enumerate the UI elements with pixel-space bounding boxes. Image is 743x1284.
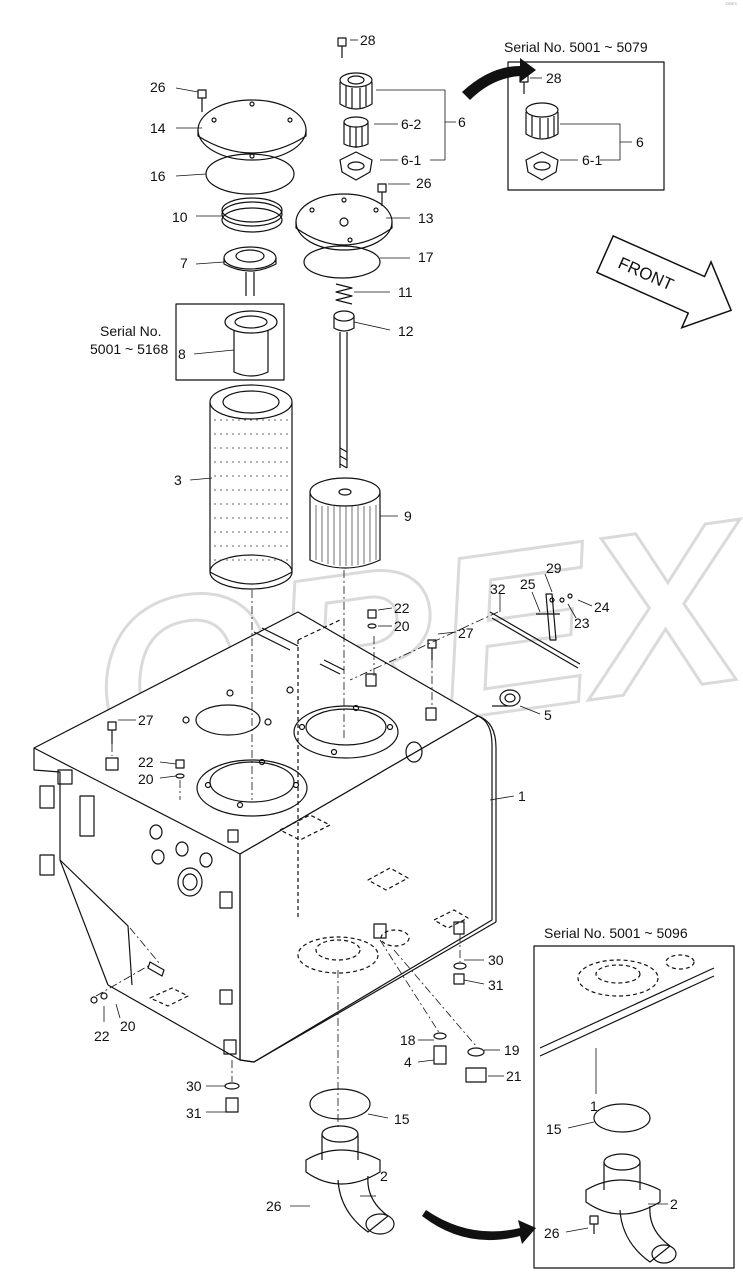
callout-4: 4 (404, 1054, 412, 1070)
callout-12: 12 (398, 323, 414, 339)
callout-19: 19 (504, 1042, 520, 1058)
callout-8: 8 (178, 346, 186, 362)
callout-7: 7 (180, 255, 188, 271)
suction-pipe (305, 1125, 395, 1235)
corner-mark: OREX (725, 1, 737, 6)
cover-plate-13 (295, 193, 393, 251)
inset-bottom-leaders (565, 1048, 668, 1233)
callout-30-left: 30 (186, 1078, 202, 1094)
callout-6: 6 (458, 114, 466, 130)
callout-18: 18 (400, 1032, 416, 1048)
callout-14: 14 (150, 120, 166, 136)
callout-26: 26 (150, 79, 166, 95)
callout-22-left: 22 (138, 754, 154, 770)
callout-21: 21 (506, 1068, 522, 1084)
inset-bottom-content (539, 954, 715, 1264)
relief-valve (223, 246, 277, 296)
drain-plug-set (224, 962, 487, 1113)
callout-29: 29 (546, 560, 562, 576)
callout-28: 28 (360, 32, 376, 48)
callout-26-bottom: 26 (266, 1198, 282, 1214)
inset-box-serial-5096 (533, 945, 735, 1269)
callout-22-bottom: 22 (94, 1028, 110, 1044)
callout-6-2: 6-2 (401, 116, 421, 132)
callout-31-left: 31 (186, 1105, 202, 1121)
callout-leaders (95, 39, 593, 1207)
callout-22-top: 22 (394, 600, 410, 616)
inset-callout-2: 2 (670, 1196, 678, 1212)
callout-23: 23 (574, 615, 590, 631)
suction-strainer (309, 477, 381, 569)
inset-box-serial-5079 (507, 61, 665, 191)
inset-box-serial-5168 (175, 303, 285, 381)
washer-set-top (90, 609, 437, 1004)
bolt-26-right (377, 183, 387, 206)
tank-cover-plate (197, 99, 307, 161)
inset-callout-26: 26 (544, 1225, 560, 1241)
callout-24: 24 (594, 599, 610, 615)
plug-5 (492, 689, 521, 707)
inset-leaders (530, 77, 632, 161)
callout-10: 10 (172, 209, 188, 225)
callout-27-top: 27 (458, 625, 474, 641)
arrow-to-inset-top (462, 58, 536, 100)
callout-13: 13 (418, 210, 434, 226)
spring (335, 283, 353, 305)
callout-labels: 28 26 14 6-2 6 6-1 16 26 10 13 7 17 11 1… (90, 32, 688, 1241)
callout-15: 15 (394, 1111, 410, 1127)
breather-gasket (339, 151, 373, 181)
arrow-to-inset-bottom (422, 1210, 536, 1244)
callout-1: 1 (518, 788, 526, 804)
breather-element (343, 116, 369, 148)
snap-ring (221, 197, 283, 233)
callout-27-left: 27 (138, 712, 154, 728)
callout-9: 9 (404, 508, 412, 524)
valve-rod (333, 310, 355, 469)
inset-callout-28: 28 (546, 70, 562, 86)
serial-title-top-right: Serial No. 5001 ~ 5079 (504, 39, 648, 55)
o-ring-15 (309, 1088, 371, 1120)
strainer-sleeve (224, 310, 278, 377)
callout-5: 5 (544, 707, 552, 723)
callout-17: 17 (418, 249, 434, 265)
callout-6-1: 6-1 (401, 152, 421, 168)
inset-callout-15: 15 (546, 1121, 562, 1137)
callout-26-plate: 26 (416, 175, 432, 191)
bolt-26-left (197, 89, 207, 112)
callout-11: 11 (398, 284, 413, 300)
inset-breather-cap (519, 73, 559, 181)
callout-20-bottom: 20 (120, 1018, 136, 1034)
callout-20-top: 20 (394, 618, 410, 634)
callout-20-left: 20 (138, 771, 154, 787)
inset-callout-1: 1 (590, 1098, 598, 1114)
o-ring-17 (303, 245, 381, 279)
breather-cap (339, 72, 373, 110)
callout-25: 25 (520, 576, 536, 592)
callout-30-right: 30 (488, 952, 504, 968)
callout-3: 3 (174, 472, 182, 488)
callout-31-right: 31 (488, 977, 504, 993)
inset-callout-6: 6 (636, 134, 644, 150)
callout-2: 2 (380, 1168, 388, 1184)
callout-32: 32 (490, 581, 506, 597)
return-filter-element (209, 384, 293, 590)
serial-title-left-line2: 5001 ~ 5168 (90, 341, 168, 357)
level-gauge-bracket (489, 593, 581, 669)
callout-16: 16 (150, 168, 166, 184)
serial-title-bottom-right: Serial No. 5001 ~ 5096 (544, 925, 688, 941)
front-direction-arrow: FRONT (595, 234, 733, 330)
serial-title-left-line1: Serial No. (100, 323, 161, 339)
bolt-28 (337, 37, 347, 58)
inset-callout-6-1: 6-1 (582, 152, 602, 168)
